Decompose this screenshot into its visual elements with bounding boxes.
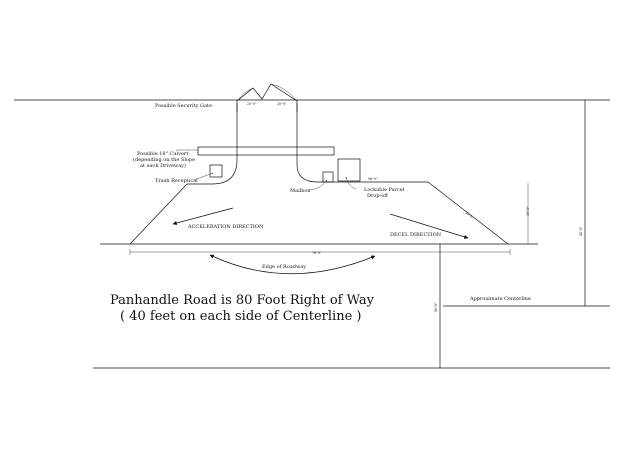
- culvert-label-1: Possible 18" Culvert: [137, 151, 188, 157]
- edge-of-roadway-label: Edge of Roadway: [262, 264, 306, 270]
- parcel-leader: [345, 176, 357, 190]
- edge-of-roadway-arc: [209, 254, 376, 275]
- gate-dim-right: 20'-0": [277, 102, 287, 106]
- mailbox-label: Mailbox: [290, 188, 311, 194]
- apron-right-taper: [427, 181, 509, 245]
- trash-receptacle: [209, 164, 223, 178]
- right-vertical-dim: 40'-0": [579, 226, 583, 236]
- mailbox-leader: [307, 179, 328, 191]
- driveway-right-edge: [296, 103, 340, 183]
- decel-label: DECEL DIRECTION: [390, 232, 442, 238]
- culvert-label-3: at each Driveway): [140, 162, 186, 169]
- note-line-1: Panhandle Road is 80 Foot Right of Way: [110, 293, 375, 308]
- center-vertical-dim: 40'-0": [434, 302, 438, 312]
- driveway-left-edge: [211, 103, 238, 185]
- flare-height-dim: 30'-0": [526, 206, 530, 216]
- mailbox: [322, 171, 334, 183]
- trash-leader: [193, 172, 214, 181]
- trash-label: Trash Receptical: [155, 178, 198, 184]
- note-line-2: ( 40 feet on each side of Centerline ): [120, 309, 361, 324]
- acceleration-arrow: [172, 207, 234, 226]
- acceleration-label: ACCELERATION DIRECTION: [187, 224, 264, 230]
- centerline-label: Approximate Centerline: [469, 296, 531, 302]
- parcel-drop-off: [337, 158, 361, 182]
- security-gate-swing: [236, 83, 298, 102]
- road-width-dim: 76'-0": [312, 251, 322, 255]
- apron-left-taper: [129, 183, 188, 245]
- drive-top-dim: 96'-0": [368, 177, 378, 181]
- security-gate-label: Possible Security Gate: [155, 103, 212, 109]
- culvert-label-2: (depending on the Slope: [133, 156, 195, 163]
- parcel-label-1: Lockable Parcel: [364, 187, 405, 193]
- culvert-pipe: [197, 146, 335, 156]
- gate-dim-left: 20'-0": [247, 102, 257, 106]
- gate-arc-left: [236, 87, 254, 102]
- gate-arc-right: [270, 83, 298, 102]
- taper-dim: 30'-0": [464, 211, 474, 220]
- decel-arrow: [389, 213, 469, 239]
- parcel-label-2: Drop-off: [367, 193, 388, 199]
